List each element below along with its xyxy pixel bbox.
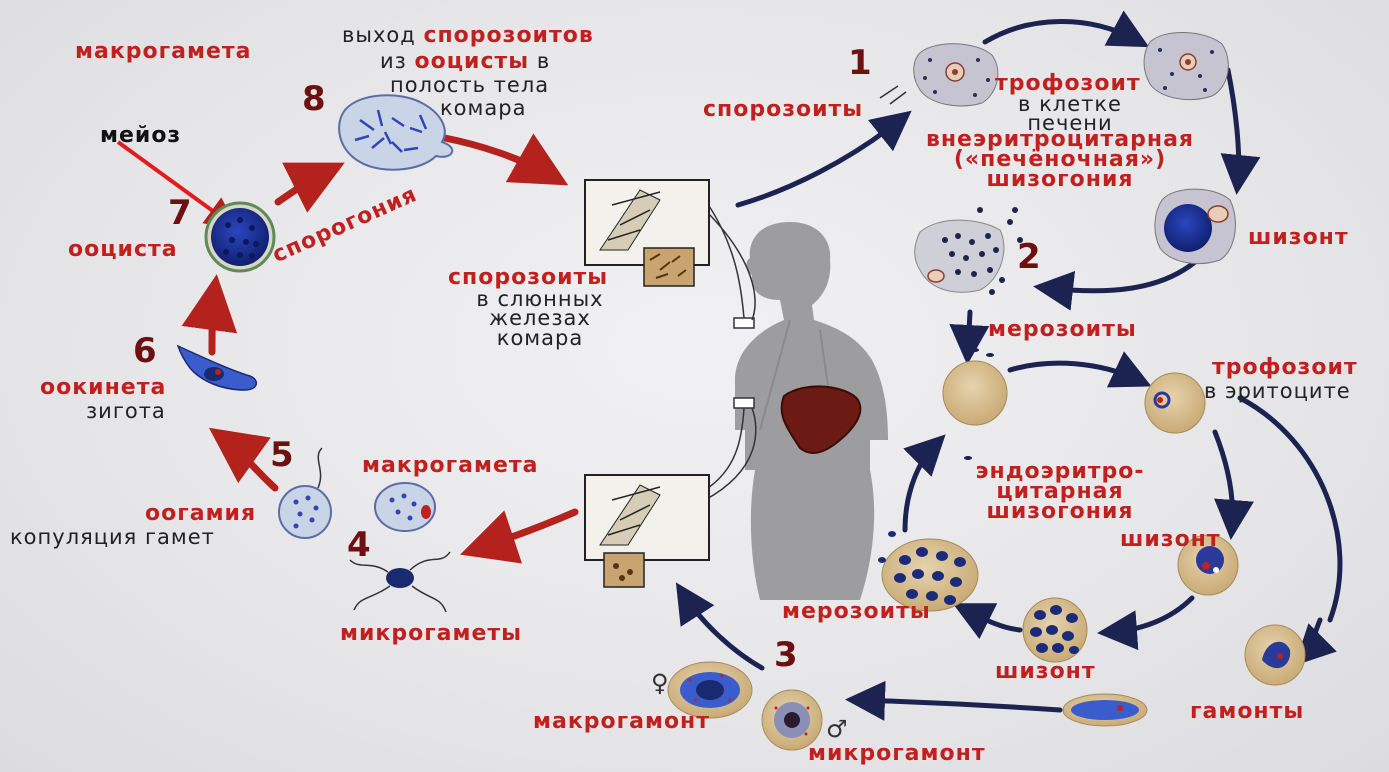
blood-meal-inset (604, 553, 644, 587)
label-trophozoite-rbc: трофозоит (1212, 358, 1358, 378)
label-schizont-bottom: шизонт (995, 662, 1096, 682)
erythrocyte-mature-schizont (1023, 598, 1087, 662)
label-oogamy: оогамия (145, 504, 256, 524)
label-sporozoites-entry: спорозоиты (703, 100, 863, 120)
label-in-erythrocyte: в эритоците (1204, 382, 1351, 401)
crescent-gamont (1063, 694, 1147, 726)
erythrocyte-merozoite-entry (943, 361, 1007, 425)
liver-cell-trophozoite (1144, 32, 1228, 99)
label-schizont-rbc: шизонт (1120, 530, 1221, 550)
label-sporozoite-exit-line3: полость тела (390, 76, 549, 95)
step-number-8: 8 (302, 84, 326, 115)
label-endoerythrocytic-schizogony: эндоэритро- цитарная шизогония (950, 462, 1170, 523)
label-exoerythrocytic-schizogony: внеэритроцитарная («печёночная») шизогон… (900, 130, 1220, 191)
label-ookinete: оокинета (40, 378, 166, 398)
ookinete-cell (178, 346, 256, 390)
label-in-salivary-glands: в слюнных железах комара (450, 290, 630, 348)
human-silhouette (705, 200, 888, 600)
label-merozoites-bottom: мерозоиты (782, 602, 931, 622)
male-symbol-icon: ♂ (826, 718, 849, 740)
label-macrogamont: макрогамонт (533, 712, 710, 732)
label-merozoites-top: мерозоиты (988, 320, 1137, 340)
label-macrogameta: макрогамета (362, 456, 538, 476)
step-number-1: 1 (848, 48, 872, 79)
salivary-gland-inset (644, 248, 694, 286)
mosquito-box-bottom (585, 475, 709, 587)
label-sporozoite-exit-line2: из ооцисты в (380, 52, 550, 72)
step-number-7: 7 (168, 198, 192, 229)
label-schizont-liver: шизонт (1248, 228, 1349, 248)
female-symbol-icon: ♀ (651, 672, 670, 694)
step-number-4: 4 (347, 530, 371, 561)
label-sporozoite-exit-line4: комара (440, 99, 526, 118)
label-microgametes: микрогаметы (340, 624, 522, 644)
label-sporozoite-exit-line1: выход спорозоитов (342, 26, 594, 46)
step-number-5: 5 (270, 440, 294, 471)
label-oocyst: ооциста (68, 240, 178, 260)
oocyst-cell (206, 203, 274, 271)
liver-schizont (1155, 189, 1236, 263)
step-number-2: 2 (1017, 242, 1041, 273)
oocyst-releasing-sporozoites (339, 95, 452, 169)
macrogamete-cell (375, 483, 435, 531)
label-copulation: копуляция гамет (10, 528, 215, 547)
label-meiosis: мейоз (100, 126, 181, 146)
label-zygote: зигота (86, 402, 166, 421)
label-macrogameta-top: макрогамета (75, 42, 251, 62)
liver-cell-sporozoite-entry (880, 44, 998, 106)
erythrocyte-trophozoite (1145, 373, 1205, 433)
step-number-6: 6 (133, 336, 157, 367)
erythrocyte-gamont (1245, 625, 1305, 685)
label-gamonts: гамонты (1190, 702, 1304, 722)
step-number-3: 3 (774, 640, 798, 671)
label-microgamont: микрогамонт (808, 744, 986, 764)
label-sporozoites-glands: спорозоиты (448, 268, 608, 288)
